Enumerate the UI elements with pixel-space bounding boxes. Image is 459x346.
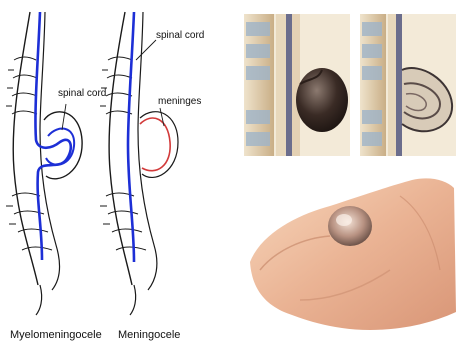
caption-myelomeningocele: Myelomeningocele [10,329,102,341]
caption-meningocele: Meningocele [118,329,180,341]
left-spinal-cord [35,12,70,260]
right-tail [130,285,136,315]
right-sac-outline [140,112,178,178]
left-spine-outline [13,12,38,285]
meninges-label: meninges [158,96,201,107]
section-illustration-meningocele [360,14,456,156]
myelomeningocele-diagram: spinal cord [6,12,106,315]
skin-lump [328,206,372,246]
dark-sac [296,68,348,132]
right-spinal-cord-label: spinal cord [156,30,204,41]
meningocele-diagram: spinal cord meninges [100,12,204,315]
left-spinal-cord-pointer [62,104,66,130]
section-illustration-myelomeningocele [244,14,350,156]
right-spinal-cord [128,12,134,262]
meninges-sac [140,118,170,171]
left-spinal-cord-label: spinal cord [58,88,106,99]
back-with-lump-illustration [250,178,456,330]
left-tail [36,285,42,315]
meninges-pointer [160,108,164,126]
right-spinal-cord-pointer [136,40,156,60]
back-skin [250,178,456,330]
